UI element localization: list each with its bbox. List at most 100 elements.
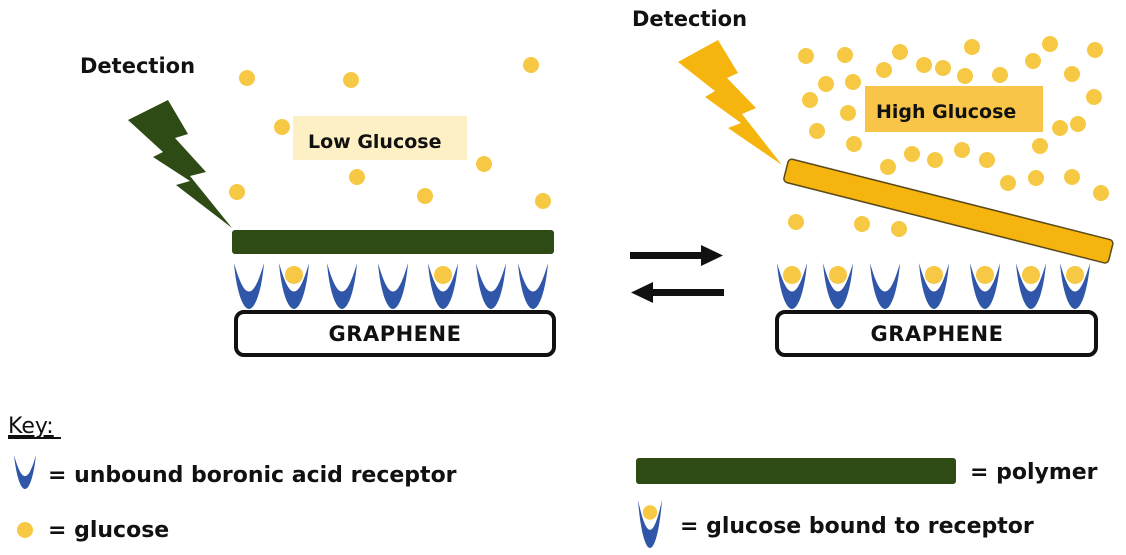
bound-glucose <box>1022 265 1040 284</box>
right-receptor <box>1016 263 1046 309</box>
glucose-molecule <box>788 214 804 230</box>
receptor-shape <box>234 263 264 309</box>
receptor-shape <box>870 263 900 309</box>
equilibrium-arrows <box>630 245 724 303</box>
receptor-shape <box>428 263 458 309</box>
glucose-molecule <box>935 60 951 76</box>
receptor-shape <box>14 455 36 489</box>
glucose-molecule <box>1028 170 1044 186</box>
key-receptor <box>638 500 662 548</box>
glucose-molecule <box>818 76 834 92</box>
unbound-receptor-icon <box>14 455 36 489</box>
right-free-glucose-group <box>788 36 1109 237</box>
left-receptor <box>279 263 309 309</box>
glucose-molecule <box>992 67 1008 83</box>
left-receptor <box>428 263 458 309</box>
right-receptor <box>823 263 853 309</box>
left-receptor <box>518 263 548 309</box>
bound-glucose <box>976 265 994 284</box>
left-receptor <box>234 263 264 309</box>
glucose-molecule <box>840 105 856 121</box>
receptor-shape <box>919 263 949 309</box>
glucose-molecule <box>1025 53 1041 69</box>
glucose-molecule <box>1087 42 1103 58</box>
receptor-shape <box>638 500 662 548</box>
glucose-molecule <box>535 193 551 209</box>
key-polymer-label: = polymer <box>970 460 1098 485</box>
receptor-shape <box>1016 263 1046 309</box>
bound-glucose <box>285 265 303 284</box>
right-receptor <box>1060 263 1090 309</box>
key-receptor <box>14 455 36 489</box>
glucose-molecule <box>1064 66 1080 82</box>
receptor-shape <box>970 263 1000 309</box>
glucose-molecule <box>1064 169 1080 185</box>
receptor-shape <box>777 263 807 309</box>
receptor-shape <box>279 263 309 309</box>
right-detection-bolt-icon <box>678 40 782 165</box>
glucose-molecule <box>1086 89 1102 105</box>
glucose-molecule <box>809 123 825 139</box>
bound-glucose <box>1066 265 1084 284</box>
bound-glucose <box>642 505 658 520</box>
left-receptor <box>476 263 506 309</box>
right-detection-label: Detection <box>632 7 747 31</box>
bound-glucose <box>925 265 943 284</box>
glucose-molecule <box>349 169 365 185</box>
right-receptor-row <box>777 263 1090 309</box>
low-glucose-label: Low Glucose <box>308 131 441 153</box>
high-glucose-label: High Glucose <box>876 101 1016 123</box>
left-receptor <box>378 263 408 309</box>
key-glucose-label: = glucose <box>48 518 169 543</box>
left-receptor-row <box>234 263 548 309</box>
high-glucose-label-box <box>865 86 1043 132</box>
key-item-glucose: = glucose <box>17 518 169 543</box>
left-graphene-substrate <box>234 310 556 357</box>
key-item-unbound-receptor: = unbound boronic acid receptor <box>14 455 457 489</box>
glucose-molecule <box>1032 138 1048 154</box>
left-detection-label: Detection <box>80 54 195 78</box>
glucose-molecule <box>1070 116 1086 132</box>
left-free-glucose-group <box>229 57 551 209</box>
glucose-molecule <box>798 48 814 64</box>
glucose-molecule <box>417 188 433 204</box>
glucose-molecule <box>927 152 943 168</box>
polymer-icon <box>636 458 956 484</box>
low-glucose-label-box <box>293 116 467 160</box>
glucose-molecule <box>1042 36 1058 52</box>
key-unbound-receptor-label: = unbound boronic acid receptor <box>48 463 457 488</box>
key-legend: Key: = unbound boronic acid receptor = g… <box>8 414 1098 548</box>
receptor-shape <box>1060 263 1090 309</box>
left-panel: Detection Low Glucose GRAPHENE <box>80 54 556 357</box>
glucose-molecule <box>845 74 861 90</box>
glucose-molecule <box>846 136 862 152</box>
right-receptor <box>970 263 1000 309</box>
right-panel: Detection High Glucose GRAPHENE <box>632 7 1114 357</box>
right-graphene-label: GRAPHENE <box>871 322 1004 346</box>
glucose-molecule <box>904 146 920 162</box>
glucose-molecule <box>476 156 492 172</box>
arrow-left-icon <box>631 282 724 303</box>
glucose-molecule <box>964 39 980 55</box>
left-polymer-bar <box>232 230 554 254</box>
glucose-molecule <box>274 119 290 135</box>
arrow-right-icon <box>630 245 723 266</box>
receptor-shape <box>378 263 408 309</box>
glucose-molecule <box>229 184 245 200</box>
glucose-molecule <box>954 142 970 158</box>
glucose-molecule <box>343 72 359 88</box>
right-receptor <box>870 263 900 309</box>
right-graphene-substrate <box>775 310 1098 357</box>
left-receptor <box>327 263 357 309</box>
bound-glucose <box>783 265 801 284</box>
bound-glucose <box>434 265 452 284</box>
glucose-molecule <box>523 57 539 73</box>
glucose-molecule <box>891 221 907 237</box>
key-item-polymer: = polymer <box>636 458 1098 485</box>
right-receptor <box>777 263 807 309</box>
receptor-shape <box>476 263 506 309</box>
key-title: Key: <box>8 414 54 439</box>
glucose-molecule <box>880 159 896 175</box>
bound-glucose <box>829 265 847 284</box>
